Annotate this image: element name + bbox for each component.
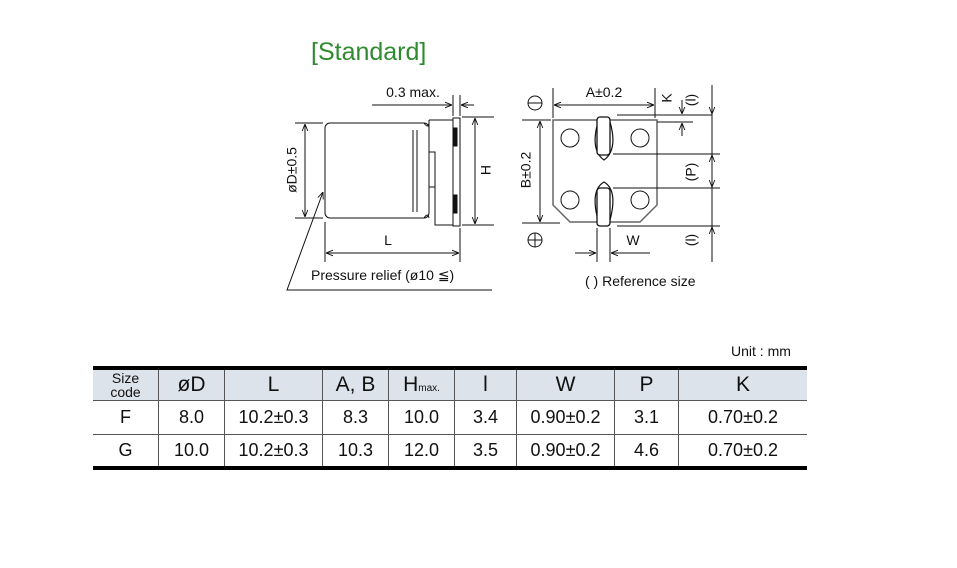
terminal-bottom: [596, 187, 611, 227]
table-row: G 10.0 10.2±0.3 10.3 12.0 3.5 0.90±0.2 4…: [93, 433, 807, 468]
col-ab: A, B: [322, 368, 389, 401]
col-l: L: [224, 368, 323, 401]
cell: 4.6: [614, 433, 679, 468]
pressure-relief-label: Pressure relief (ø10 ≦): [311, 267, 454, 283]
lead-thickness-label: 0.3 max.: [386, 84, 440, 100]
cell: 10.2±0.3: [224, 400, 323, 434]
cell: G: [93, 433, 159, 468]
cell: 3.5: [454, 433, 517, 468]
section-title: [Standard]: [311, 38, 427, 66]
col-i: l: [454, 368, 517, 401]
table-row: F 8.0 10.2±0.3 8.3 10.0 3.4 0.90±0.2 3.1…: [93, 400, 807, 434]
cell: 0.70±0.2: [678, 400, 807, 434]
l-top-label: (l): [683, 94, 699, 106]
terminal-lead: [452, 117, 461, 227]
side-view-labels: 0.3 max. øD±0.5 H L Pressure relief (ø10…: [284, 84, 494, 283]
seat-plate: [428, 119, 454, 226]
cell: 3.1: [614, 400, 679, 434]
w-dim-label: W: [626, 232, 640, 248]
k-dim-label: K: [659, 93, 675, 103]
cell: 12.0: [388, 433, 455, 468]
col-p: P: [614, 368, 679, 401]
col-d: øD: [158, 368, 225, 401]
col-w: W: [516, 368, 615, 401]
cell: 10.0: [158, 433, 225, 468]
cell: 10.3: [322, 433, 389, 468]
col-h-label: H: [403, 372, 419, 396]
cell: 0.90±0.2: [516, 433, 615, 468]
cell: 0.70±0.2: [678, 433, 807, 468]
size-code-line-2: code: [110, 383, 141, 400]
size-code-line-1: Size: [111, 369, 140, 386]
bottom-view-labels: A±0.2 B±0.2 K (l) (P) (l) W ( ) Referenc…: [518, 84, 699, 289]
terminal-top: [596, 116, 611, 156]
reference-note: ( ) Reference size: [585, 273, 696, 289]
bottom-view: [522, 85, 720, 262]
p-dim-label: (P): [683, 163, 699, 182]
cell: F: [93, 400, 159, 434]
minus-circle-icon: [527, 95, 543, 111]
b-dim-label: B±0.2: [518, 152, 534, 189]
col-h-sub: max.: [418, 382, 440, 394]
length-label: L: [384, 232, 392, 248]
cell: 10.0: [388, 400, 455, 434]
l-bottom-label: (l): [683, 234, 699, 246]
cell: 8.3: [322, 400, 389, 434]
plus-circle-icon: [527, 232, 543, 248]
cell: 10.2±0.3: [224, 433, 323, 468]
cell: 8.0: [158, 400, 225, 434]
cell: 0.90±0.2: [516, 400, 615, 434]
dimension-drawing: 0.3 max. øD±0.5 H L Pressure relief (ø10…: [284, 84, 720, 291]
diameter-label: øD±0.5: [284, 147, 300, 193]
a-dim-label: A±0.2: [586, 84, 623, 100]
col-h: Hmax.: [388, 368, 455, 401]
col-k: K: [678, 368, 807, 401]
unit-label: Unit : mm: [731, 343, 791, 359]
cell: 3.4: [454, 400, 517, 434]
height-label: H: [478, 165, 494, 175]
pad-plate: [552, 119, 658, 223]
side-view: [286, 95, 494, 291]
